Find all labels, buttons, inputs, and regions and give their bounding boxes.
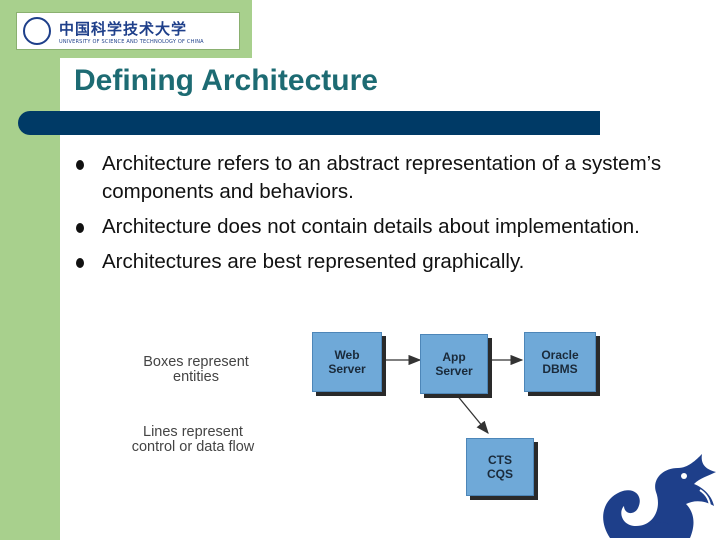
arrow-app-to-cts <box>455 393 489 435</box>
page-title: Defining Architecture <box>74 64 378 97</box>
bullet-item: Architecture refers to an abstract repre… <box>76 150 706 206</box>
bullet-icon <box>76 223 84 233</box>
bullet-text: Architecture refers to an abstract repre… <box>102 152 662 203</box>
logo-text: 中国科学技术大学 UNIVERSITY OF SCIENCE AND TECHN… <box>59 18 204 45</box>
university-logo: 中国科学技术大学 UNIVERSITY OF SCIENCE AND TECHN… <box>16 12 240 50</box>
web-server-box: Web Server <box>312 332 382 392</box>
bullet-icon <box>76 258 84 268</box>
logo-english-name: UNIVERSITY OF SCIENCE AND TECHNOLOGY OF … <box>59 38 204 45</box>
oracle-dbms-box: Oracle DBMS <box>524 332 596 392</box>
cts-cqs-box: CTS CQS <box>466 438 534 496</box>
dragon-logo-icon <box>603 454 716 538</box>
left-sidebar-band <box>0 0 60 540</box>
bullet-text: Architecture does not contain details ab… <box>102 215 640 238</box>
legend-lines-text: Lines represent control or data flow <box>131 424 255 455</box>
app-server-box: App Server <box>420 334 488 394</box>
diagram-arrows <box>386 354 524 435</box>
logo-chinese-name: 中国科学技术大学 <box>59 19 188 38</box>
title-underline-bar <box>18 111 600 135</box>
bullet-icon <box>76 160 84 170</box>
university-seal-icon <box>23 17 51 45</box>
legend-boxes-text: Boxes represent entities <box>143 354 249 385</box>
title-area <box>60 58 720 118</box>
bullet-text: Architectures are best represented graph… <box>102 250 525 273</box>
bullet-item: Architecture does not contain details ab… <box>76 213 706 241</box>
architecture-diagram: Boxes represent entities Lines represent… <box>118 320 598 505</box>
bullet-item: Architectures are best represented graph… <box>76 248 706 276</box>
bullet-list: Architecture refers to an abstract repre… <box>76 150 706 283</box>
